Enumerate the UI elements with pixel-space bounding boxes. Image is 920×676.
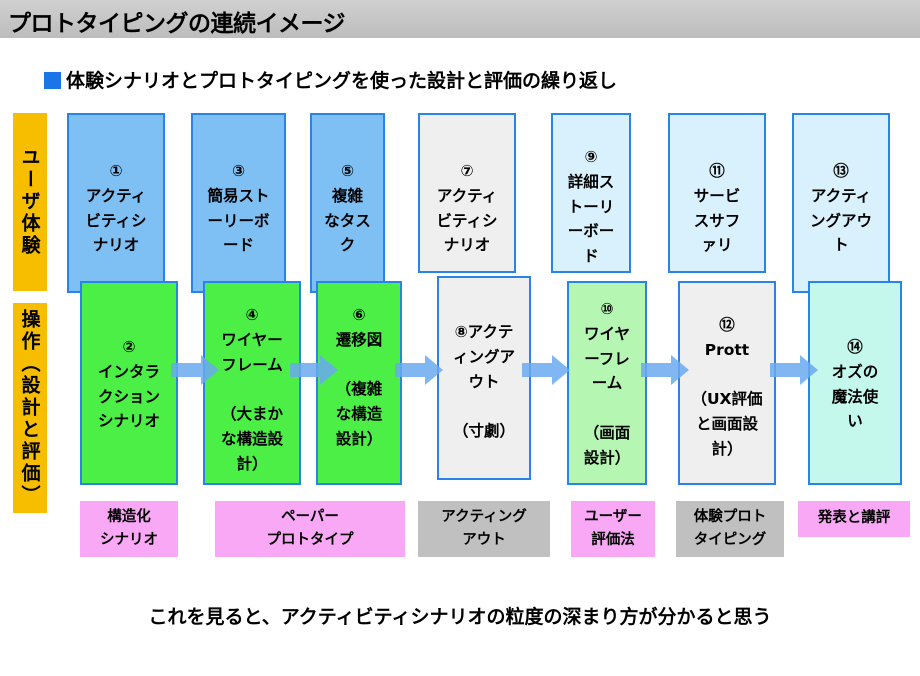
square-bullet-icon bbox=[44, 72, 61, 89]
category-presentation-review: 発表と講評 bbox=[798, 501, 910, 537]
box-wireframe-10: ⑩ ワイヤ ーフレ ーム （画面 設計） bbox=[567, 281, 647, 485]
subtitle-text: 体験シナリオとプロトタイピングを使った設計と評価の繰り返し bbox=[66, 70, 618, 92]
box-prott: ⑫ Prott （UX評価 と画面設 計） bbox=[678, 281, 776, 485]
arrow-icon-1 bbox=[171, 355, 219, 385]
box-activity-scenario-1: ① アクティ ビティシ ナリオ bbox=[67, 113, 165, 293]
box-acting-out-13: ⑬ アクティ ングアウ ト bbox=[792, 113, 890, 293]
box-complex-task: ⑤ 複雑 なタス ク bbox=[310, 113, 385, 293]
box-wireframe-4: ④ ワイヤー フレーム （大まか な構造設 計） bbox=[203, 281, 301, 485]
box-interaction-scenario: ② インタラ クション シナリオ bbox=[80, 281, 178, 485]
subtitle: 体験シナリオとプロトタイピングを使った設計と評価の繰り返し bbox=[44, 66, 617, 93]
box-wizard-of-oz: ⑭ オズの 魔法使 い bbox=[808, 281, 902, 485]
category-user-evaluation: ユーザー 評価法 bbox=[571, 501, 655, 557]
arrow-icon-6 bbox=[770, 355, 818, 385]
box-detailed-storyboard: ⑨ 詳細ス トーリ ーボー ド bbox=[551, 113, 631, 273]
arrow-icon-2 bbox=[290, 355, 338, 385]
category-paper-prototype: ペーパー プロトタイプ bbox=[215, 501, 405, 557]
box-acting-out-8: ⑧アクテ ィングア ウト （寸劇） bbox=[437, 276, 531, 480]
box-transition-diagram: ⑥ 遷移図 （複雑 な構造 設計） bbox=[316, 281, 402, 485]
box-simple-storyboard: ③ 簡易スト ーリーボ ード bbox=[191, 113, 286, 293]
row-label-user: ユーザ体験 bbox=[13, 113, 47, 291]
row-label-user-text: ユーザ体験 bbox=[18, 147, 41, 257]
title-bar: プロトタイピングの連続イメージ bbox=[0, 0, 920, 38]
arrow-icon-4 bbox=[522, 355, 570, 385]
category-acting-out: アクティング アウト bbox=[418, 501, 550, 557]
arrow-icon-5 bbox=[641, 355, 689, 385]
category-structured-scenario: 構造化 シナリオ bbox=[80, 501, 178, 557]
box-activity-scenario-7: ⑦ アクティ ビティシ ナリオ bbox=[418, 113, 516, 273]
arrow-icon-3 bbox=[395, 355, 443, 385]
footer-note: これを見ると、アクティビティシナリオの粒度の深まり方が分かると思う bbox=[148, 606, 772, 628]
row-label-ops-text: 操作（設計と評価） bbox=[18, 309, 41, 507]
row-label-ops: 操作（設計と評価） bbox=[13, 303, 47, 513]
box-service-safari: ⑪ サービ スサフ ァリ bbox=[668, 113, 766, 273]
page-title: プロトタイピングの連続イメージ bbox=[8, 11, 346, 37]
category-experience-prototyping: 体験プロト タイピング bbox=[676, 501, 784, 557]
